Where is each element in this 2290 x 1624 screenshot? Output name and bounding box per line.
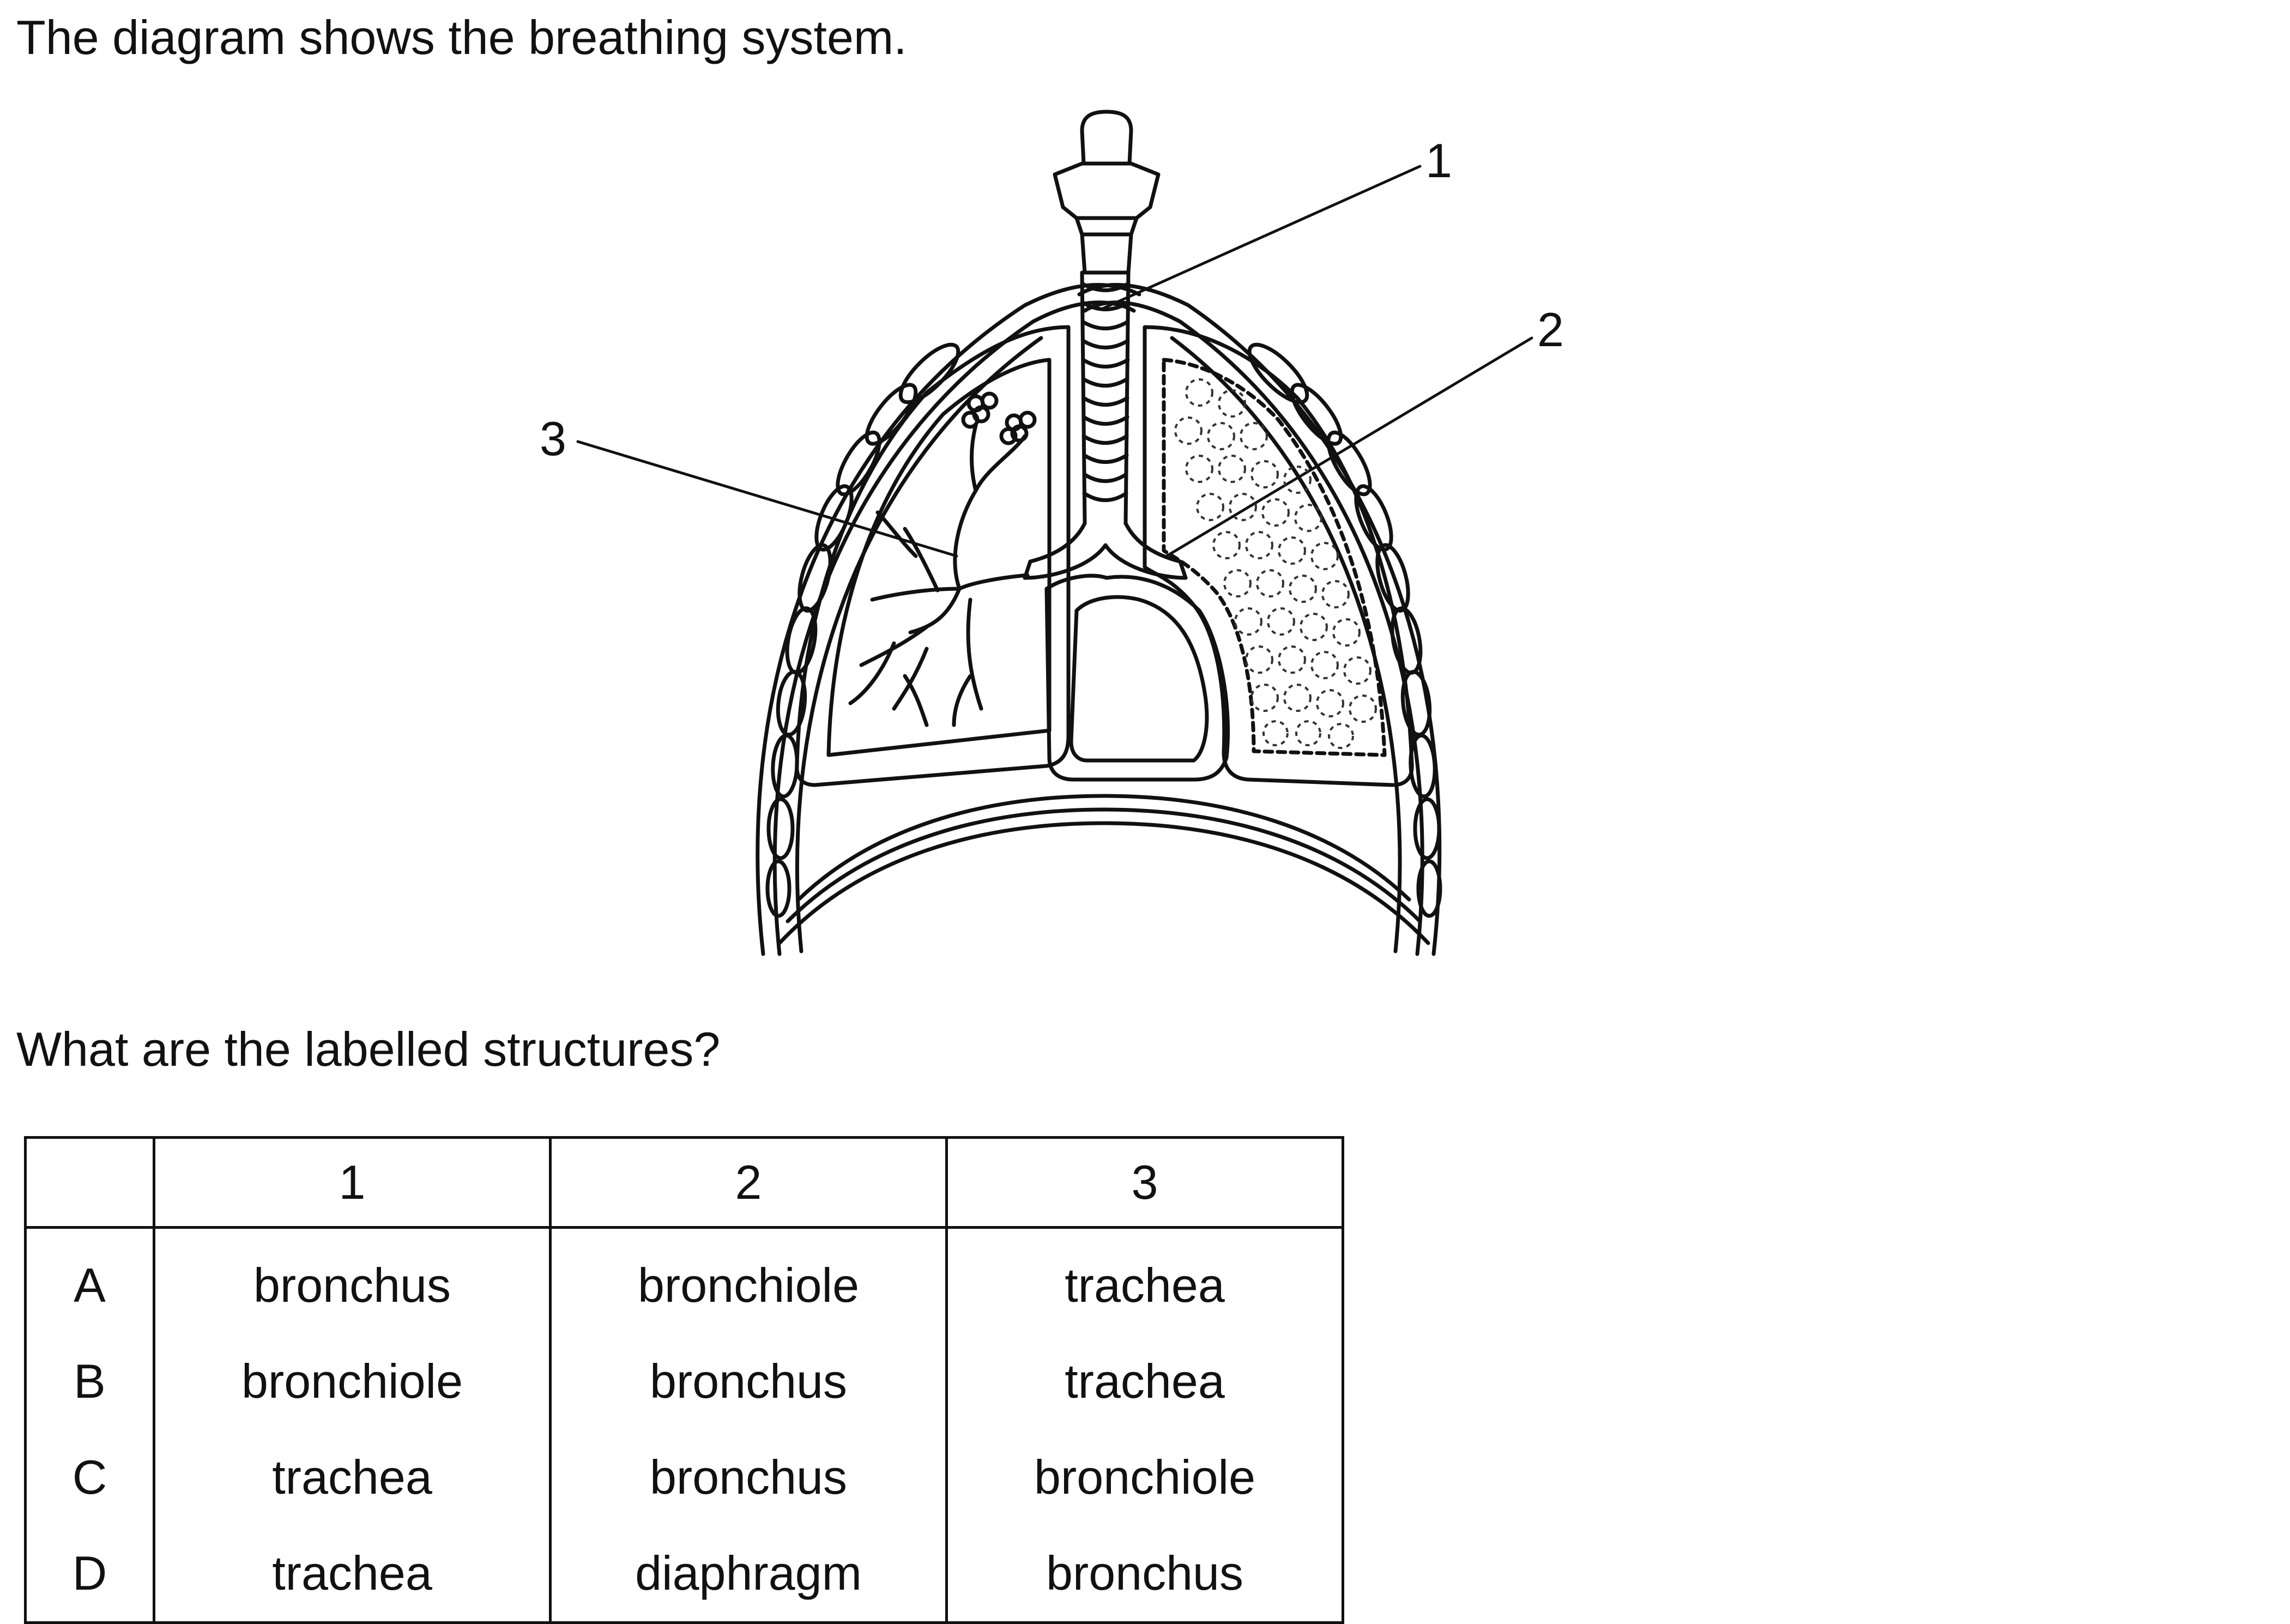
diagram-label-2: 2 <box>1537 303 1564 357</box>
table-cell: diaphragm <box>549 1525 948 1624</box>
table-cell: bronchiole <box>945 1429 1344 1525</box>
header-cell-1: 1 <box>153 1136 552 1229</box>
table-header-row: 1 2 3 <box>24 1136 1344 1229</box>
table-cell: bronchiole <box>549 1227 948 1333</box>
header-cell-2: 2 <box>549 1136 948 1229</box>
table-row[interactable]: B bronchiole bronchus trachea <box>24 1333 1344 1429</box>
left-lung <box>795 325 1071 787</box>
table-cell: bronchus <box>549 1333 948 1429</box>
trachea <box>1080 270 1131 526</box>
table-cell: bronchus <box>153 1227 552 1333</box>
table-cell: bronchus <box>945 1525 1344 1624</box>
table-cell: trachea <box>945 1333 1344 1429</box>
table-row[interactable]: D trachea diaphragm bronchus <box>24 1525 1344 1624</box>
table-row[interactable]: C trachea bronchus bronchiole <box>24 1429 1344 1525</box>
answer-table: 1 2 3 A bronchus bronchiole trachea B br… <box>24 1136 1344 1624</box>
larynx <box>1053 110 1161 275</box>
table-cell: bronchiole <box>153 1333 552 1429</box>
alveoli-texture <box>1174 378 1377 749</box>
table-cell: trachea <box>153 1525 552 1624</box>
heart-region <box>1044 573 1230 782</box>
option-letter: B <box>24 1333 155 1429</box>
header-cell-empty <box>24 1136 155 1229</box>
breathing-system-diagram: 1 2 3 <box>540 110 1564 956</box>
option-letter: A <box>24 1227 155 1333</box>
diaphragm <box>777 794 1430 945</box>
header-cell-3: 3 <box>945 1136 1344 1229</box>
diagram-label-1: 1 <box>1425 134 1452 188</box>
table-cell: bronchus <box>549 1429 948 1525</box>
ribs-right <box>1247 342 1442 918</box>
intro-text: The diagram shows the breathing system. <box>16 10 907 64</box>
diagram-label-3: 3 <box>540 412 566 466</box>
option-letter: C <box>24 1429 155 1525</box>
table-cell: trachea <box>153 1429 552 1525</box>
table-row[interactable]: A bronchus bronchiole trachea <box>24 1227 1344 1333</box>
question-text: What are the labelled structures? <box>16 1022 721 1076</box>
option-letter: D <box>24 1525 155 1624</box>
leader-lines <box>576 165 1533 558</box>
table-cell: trachea <box>945 1227 1344 1333</box>
right-lung <box>1143 325 1414 787</box>
